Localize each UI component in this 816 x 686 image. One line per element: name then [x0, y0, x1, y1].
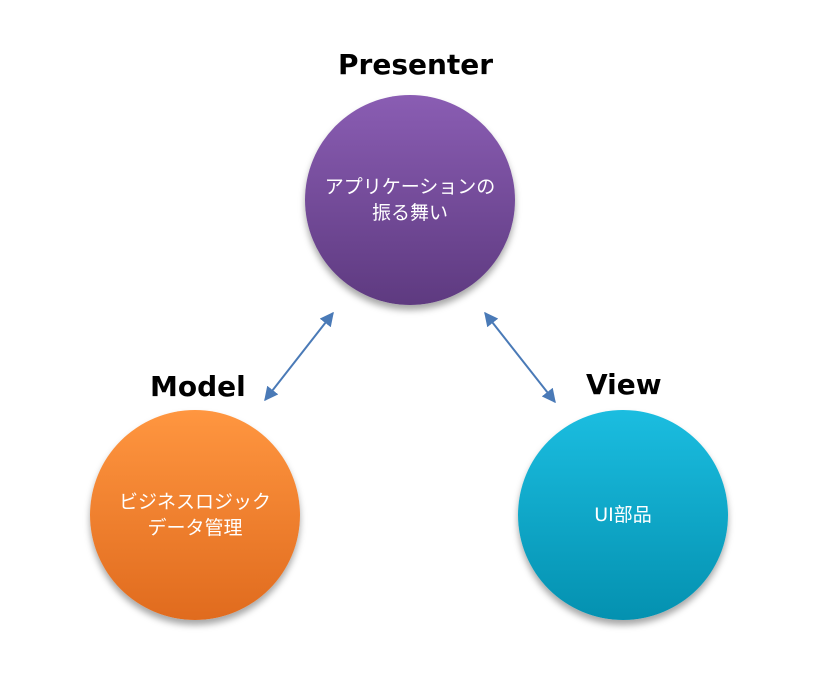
model-line-2: データ管理	[147, 517, 243, 539]
model-description: ビジネスロジック データ管理	[119, 489, 271, 541]
presenter-line-1: アプリケーションの	[324, 176, 496, 198]
model-presenter-arrow	[264, 311, 334, 402]
presenter-circle: アプリケーションの 振る舞い	[305, 95, 515, 305]
view-circle: UI部品	[518, 410, 728, 620]
view-line-1: UI部品	[594, 504, 652, 526]
presenter-title: Presenter	[338, 48, 494, 81]
view-description: UI部品	[594, 502, 652, 528]
model-line-1: ビジネスロジック	[118, 491, 271, 513]
presenter-line-2: 振る舞い	[371, 202, 448, 224]
model-circle: ビジネスロジック データ管理	[90, 410, 300, 620]
presenter-view-arrow	[484, 311, 556, 404]
model-title: Model	[150, 370, 246, 403]
presenter-description: アプリケーションの 振る舞い	[325, 174, 496, 226]
view-title: View	[586, 368, 662, 401]
